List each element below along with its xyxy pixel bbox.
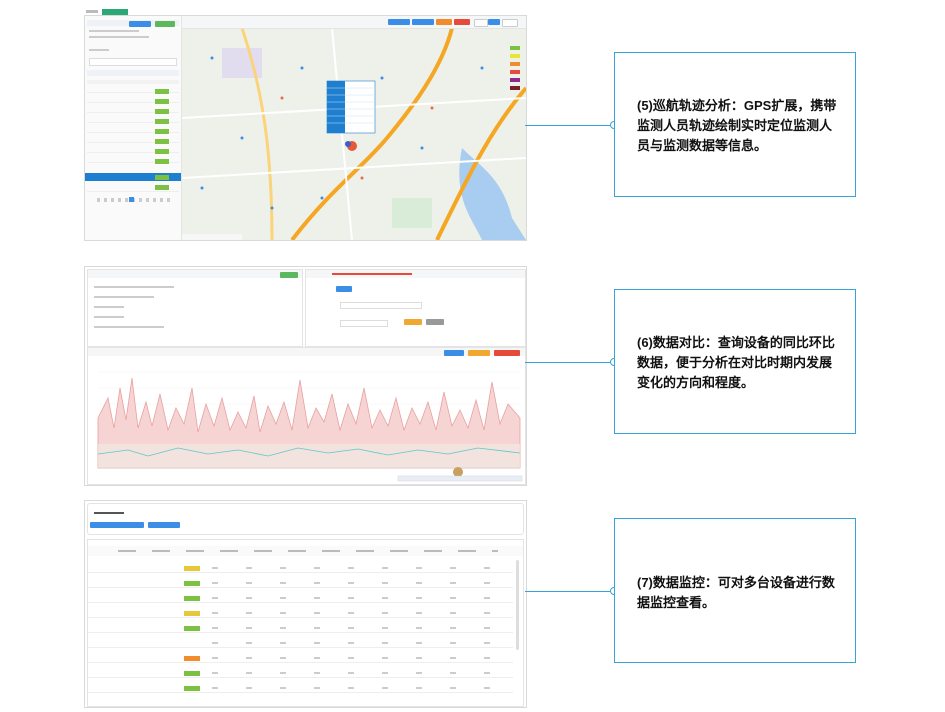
callout-monitor-text: (7)数据监控：可对多台设备进行数据监控查看。 — [637, 575, 835, 610]
callout-monitor: (7)数据监控：可对多台设备进行数据监控查看。 — [614, 518, 856, 663]
top-tab[interactable] — [102, 9, 128, 15]
monitor-button[interactable] — [90, 522, 144, 528]
toolbar-button[interactable] — [412, 19, 434, 25]
query-button[interactable] — [404, 319, 422, 325]
table-scrollbar[interactable] — [516, 560, 519, 650]
connector-line — [525, 125, 616, 126]
comparison-chart — [97, 371, 523, 482]
callout-compare-text: (6)数据对比：查询设备的同比环比数据，便于分析在对比时期内发展变化的方向和程度… — [637, 335, 835, 390]
compare-screenshot — [84, 266, 527, 486]
chart-panel — [87, 347, 526, 485]
aqi-badge — [184, 611, 200, 616]
aqi-badge — [184, 686, 200, 691]
aqi-badge — [184, 581, 200, 586]
map-toolbar — [182, 16, 526, 29]
monitor-screenshot — [84, 500, 527, 708]
callout-cruise-text: (5)巡航轨迹分析：GPS扩展，携带监测人员轨迹绘制实时定位监测人员与监测数据等… — [637, 98, 837, 153]
connector-line — [525, 362, 616, 363]
toolbar-button[interactable] — [454, 19, 470, 25]
aqi-badge — [184, 656, 200, 661]
table-cells — [212, 567, 502, 691]
monitor-table — [87, 539, 524, 707]
toolbar-button[interactable] — [474, 19, 488, 27]
map-area[interactable] — [182, 28, 526, 240]
aqi-badge — [184, 566, 200, 571]
info-button[interactable] — [280, 272, 298, 278]
device-panel — [85, 16, 182, 240]
panel-button[interactable] — [129, 21, 151, 27]
query-panel — [305, 269, 526, 347]
map-svg — [182, 28, 526, 240]
aqi-badge — [184, 626, 200, 631]
cruise-screenshot — [84, 15, 527, 241]
panel-button[interactable] — [155, 21, 175, 27]
monitor-header — [87, 503, 524, 535]
chart-button[interactable] — [468, 350, 490, 356]
toolbar-button[interactable] — [488, 19, 500, 25]
toolbar-button[interactable] — [436, 19, 452, 25]
device-info-panel — [87, 269, 303, 347]
aqi-badge — [184, 596, 200, 601]
callout-cruise: (5)巡航轨迹分析：GPS扩展，携带监测人员轨迹绘制实时定位监测人员与监测数据等… — [614, 52, 856, 197]
aqi-badge — [184, 671, 200, 676]
chart-button[interactable] — [444, 350, 464, 356]
selected-row[interactable] — [85, 173, 181, 181]
chart-button[interactable] — [494, 350, 520, 356]
query-tab[interactable] — [336, 286, 352, 292]
toolbar-button[interactable] — [502, 19, 518, 27]
connector-line — [525, 591, 616, 592]
toolbar-button[interactable] — [388, 19, 410, 25]
callout-compare: (6)数据对比：查询设备的同比环比数据，便于分析在对比时期内发展变化的方向和程度… — [614, 289, 856, 434]
monitor-button[interactable] — [148, 522, 180, 528]
pagination[interactable] — [97, 198, 173, 202]
reset-button[interactable] — [426, 319, 444, 325]
